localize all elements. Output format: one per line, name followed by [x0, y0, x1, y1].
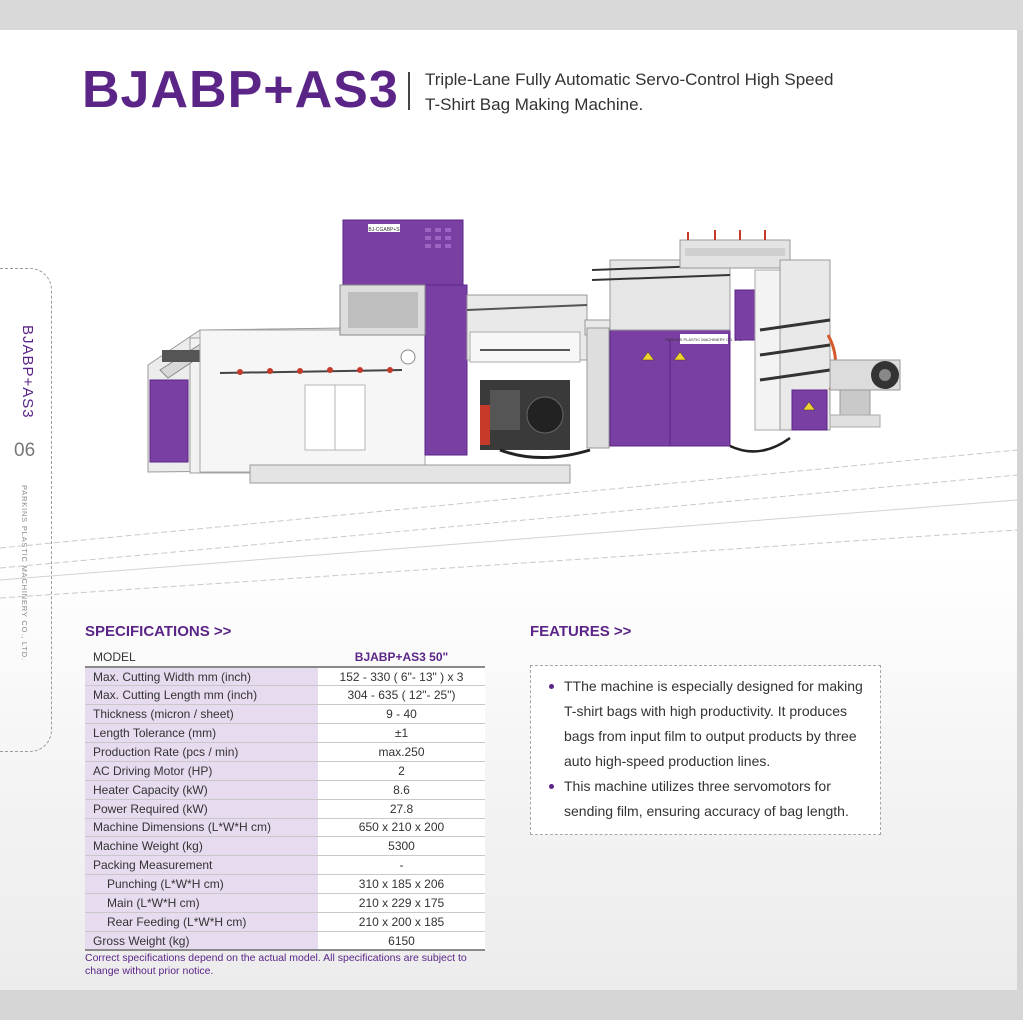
spec-row: Max. Cutting Length mm (inch) 304 - 635 …: [85, 685, 485, 706]
spec-row: Thickness (micron / sheet) 9 - 40: [85, 704, 485, 725]
page-edge: [1017, 30, 1023, 990]
bullet-icon: [549, 684, 554, 689]
feature-item: This machine utilizes three servomotors …: [547, 774, 868, 824]
bottom-band: [0, 990, 1023, 1020]
spec-header-label: MODEL: [85, 648, 318, 668]
spec-label: Machine Weight (kg): [85, 836, 318, 857]
spec-label: Packing Measurement: [85, 855, 318, 876]
spec-value: 310 x 185 x 206: [318, 874, 485, 895]
spec-value: 27.8: [318, 799, 485, 819]
spec-value: 5300: [318, 836, 485, 857]
page-number: 06: [14, 440, 36, 461]
spec-row: Max. Cutting Width mm (inch) 152 - 330 (…: [85, 666, 485, 687]
spec-value: ±1: [318, 723, 485, 743]
spec-label: Thickness (micron / sheet): [85, 704, 318, 725]
specifications-heading: SPECIFICATIONS >>: [85, 623, 232, 640]
spec-row: Length Tolerance (mm) ±1: [85, 723, 485, 743]
subtitle-line-2: T-Shirt Bag Making Machine.: [425, 95, 644, 114]
main-body: [199, 329, 571, 484]
spec-value: 2: [318, 761, 485, 781]
side-tab-company: PARKINS PLASTIC MACHINERY CO., LTD.: [20, 485, 29, 661]
spec-value: 304 - 635 ( 12"- 25"): [318, 685, 485, 706]
front-plate-label: PARKINS PLASTIC MACHINERY CO. LTD.: [665, 337, 743, 342]
spec-row: Punching (L*W*H cm) 310 x 185 x 206: [85, 874, 485, 895]
spec-header-value: BJABP+AS3 50": [318, 648, 485, 668]
spec-row: Main (L*W*H cm) 210 x 229 x 175: [85, 893, 485, 913]
spec-row: Rear Feeding (L*W*H cm) 210 x 200 x 185: [85, 912, 485, 932]
page-subtitle: Triple-Lane Fully Automatic Servo-Contro…: [425, 67, 834, 117]
features-list: TThe machine is especially designed for …: [547, 674, 868, 824]
machine-illustration: BJ-CGABP+S PARKINS PLASTIC MACHINERY CO.…: [147, 219, 901, 484]
features-box: TThe machine is especially designed for …: [530, 665, 881, 835]
spec-label: Production Rate (pcs / min): [85, 742, 318, 762]
spec-label: Rear Feeding (L*W*H cm): [85, 912, 318, 932]
spec-row: Machine Weight (kg) 5300: [85, 836, 485, 857]
spec-label: Gross Weight (kg): [85, 931, 318, 952]
features-heading: FEATURES >>: [530, 623, 632, 640]
top-band: [0, 0, 1023, 30]
feature-item: TThe machine is especially designed for …: [547, 674, 868, 774]
feature-text: TThe machine is especially designed for …: [564, 678, 863, 769]
bullet-icon: [549, 784, 554, 789]
spec-value: 8.6: [318, 780, 485, 800]
page-title: BJABP+AS3: [82, 61, 399, 119]
spec-value: 210 x 229 x 175: [318, 893, 485, 913]
spec-label: Max. Cutting Width mm (inch): [85, 666, 318, 687]
specifications-table: MODEL BJABP+AS3 50" Max. Cutting Width m…: [85, 648, 485, 952]
spec-label: Power Required (kW): [85, 799, 318, 819]
spec-row: Heater Capacity (kW) 8.6: [85, 780, 485, 800]
subtitle-line-1: Triple-Lane Fully Automatic Servo-Contro…: [425, 70, 834, 89]
spec-header-row: MODEL BJABP+AS3 50": [85, 648, 485, 668]
spec-row: Power Required (kW) 27.8: [85, 799, 485, 819]
spec-value: 152 - 330 ( 6"- 13" ) x 3: [318, 666, 485, 687]
top-plate-label: BJ-CGABP+S: [368, 227, 400, 233]
spec-label: Length Tolerance (mm): [85, 723, 318, 743]
purple-tower: BJ-CGABP+S: [339, 219, 468, 456]
spec-row: Packing Measurement -: [85, 855, 485, 876]
side-tab-model: BJABP+AS3: [19, 325, 36, 419]
spec-row: Machine Dimensions (L*W*H cm) 650 x 210 …: [85, 818, 485, 838]
spec-row: Production Rate (pcs / min) max.250: [85, 742, 485, 762]
decorative-lines: [0, 449, 1017, 599]
spec-value: 9 - 40: [318, 704, 485, 725]
spec-label: Machine Dimensions (L*W*H cm): [85, 818, 318, 838]
spec-value: max.250: [318, 742, 485, 762]
spec-row: AC Driving Motor (HP) 2: [85, 761, 485, 781]
spec-label: Max. Cutting Length mm (inch): [85, 685, 318, 706]
spec-label: Punching (L*W*H cm): [85, 874, 318, 895]
spec-value: 6150: [318, 931, 485, 952]
spec-value: 650 x 210 x 200: [318, 818, 485, 838]
title-divider: [408, 72, 410, 110]
side-tab: [0, 268, 52, 752]
spec-label: AC Driving Motor (HP): [85, 761, 318, 781]
feeding-unit: [679, 230, 901, 453]
right-cabinet: PARKINS PLASTIC MACHINERY CO. LTD.: [584, 259, 743, 449]
middle-mechanics: [466, 294, 591, 459]
spec-row: Gross Weight (kg) 6150: [85, 931, 485, 952]
spec-value: 210 x 200 x 185: [318, 912, 485, 932]
spec-label: Heater Capacity (kW): [85, 780, 318, 800]
feature-text: This machine utilizes three servomotors …: [564, 778, 849, 819]
spec-value: -: [318, 855, 485, 876]
specifications-note: Correct specifications depend on the act…: [85, 952, 467, 977]
spec-label: Main (L*W*H cm): [85, 893, 318, 913]
